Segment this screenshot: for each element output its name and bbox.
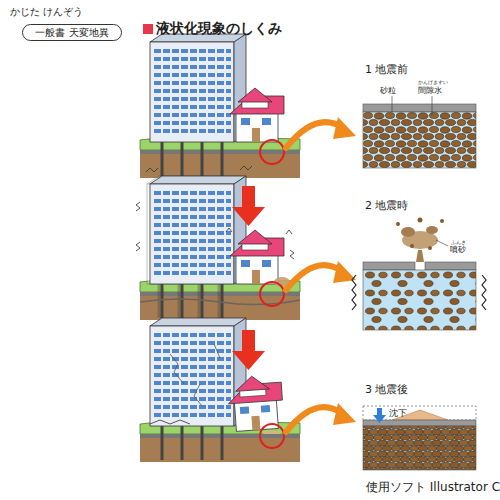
scene-during xyxy=(136,166,300,320)
part-label: 噴砂 xyxy=(450,246,466,255)
diagram-title: 液状化現象のしくみ xyxy=(156,21,282,36)
furigana: ふんさ xyxy=(451,240,466,246)
node-text: 3 地震後 xyxy=(365,382,475,397)
scene-after xyxy=(140,318,300,462)
title-square xyxy=(143,24,153,34)
panel-heading: 2 地震時 xyxy=(365,198,475,216)
soil-panel-after xyxy=(363,406,476,470)
software-note: 使用ソフト Illustrator CS4 xyxy=(366,481,500,494)
part-label: 間隙水 xyxy=(418,87,442,96)
zoom-arrowhead xyxy=(333,117,356,425)
furigana: かんげきすい xyxy=(418,80,448,86)
series-badge: 一般書 天変地異 xyxy=(22,24,122,41)
panel-heading: 1 地震前 xyxy=(365,62,475,80)
node-text: 一般書 天変地異 xyxy=(35,26,108,40)
soil-panel-before xyxy=(363,96,476,168)
panel-heading: 3 地震後 xyxy=(365,382,475,400)
step-arrow xyxy=(232,186,265,370)
scene-before xyxy=(140,34,300,178)
node-text: 2 地震時 xyxy=(365,198,475,213)
author-name: かじた けんぞう xyxy=(10,6,83,17)
node-text: 1 地震前 xyxy=(365,62,475,77)
part-label: 沈下 xyxy=(389,409,407,419)
part-label: 砂粒 xyxy=(380,87,396,96)
soil-panel-during xyxy=(352,218,486,331)
